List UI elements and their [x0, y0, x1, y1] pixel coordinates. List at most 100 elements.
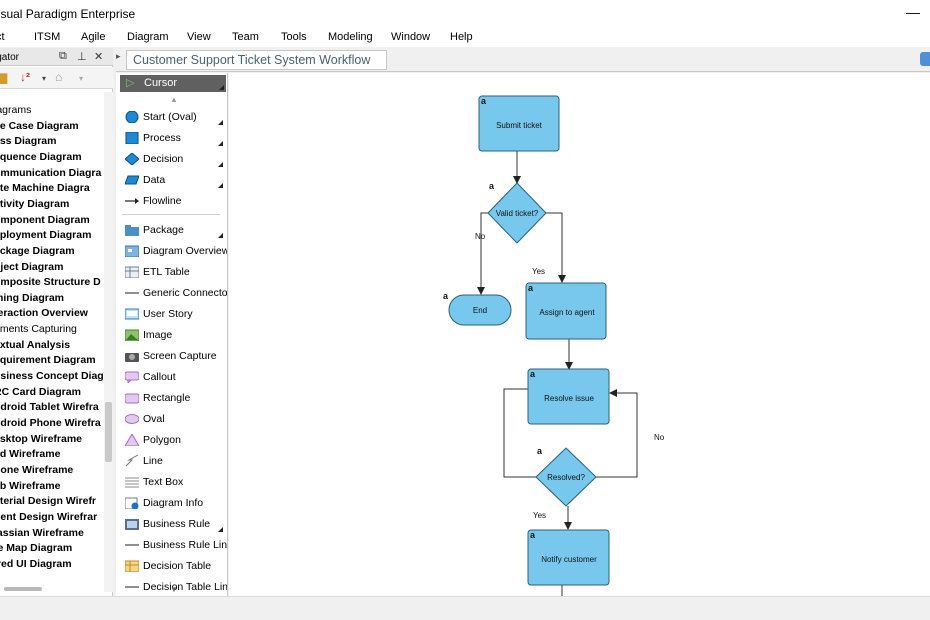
edge-resolved-to-resolve[interactable] — [596, 389, 638, 478]
scrollbar-thumb[interactable] — [4, 587, 42, 591]
menu-diagram[interactable]: Diagram — [127, 31, 169, 43]
tree-item[interactable]: iagrams — [0, 104, 32, 116]
palette-item-callout[interactable]: Callout — [124, 368, 227, 386]
tree-item[interactable]: eb Wireframe — [0, 479, 61, 492]
palette-cursor-tool[interactable]: ▷ Cursor — [120, 75, 226, 92]
palette-scroll-up-icon[interactable]: ▲ — [170, 95, 178, 104]
edge-valid-to-assign[interactable] — [545, 212, 566, 283]
scrollbar-thumb[interactable] — [105, 402, 112, 462]
tree-item[interactable]: equence Diagram — [0, 150, 82, 163]
tree-item[interactable]: usiness Concept Diag — [0, 370, 104, 383]
navigator-scrollbar[interactable] — [104, 92, 113, 592]
palette-item-diagram-info[interactable]: Diagram Info — [124, 494, 227, 512]
palette-scroll-down-icon[interactable]: ▼ — [170, 585, 178, 594]
palette-item-image[interactable]: Image — [124, 326, 227, 344]
tree-item[interactable]: ements Capturing — [0, 323, 77, 336]
decision-shape[interactable] — [487, 182, 547, 244]
menu-tools[interactable]: Tools — [281, 31, 307, 43]
palette-item-user-story[interactable]: User Story — [124, 305, 227, 323]
edge-valid-to-end[interactable] — [477, 212, 489, 295]
palette-item-decision-table[interactable]: Decision Table — [124, 557, 227, 575]
tree-item[interactable]: esktop Wireframe — [0, 432, 83, 445]
tree-item[interactable]: ate Machine Diagra — [0, 182, 90, 195]
tree-item[interactable]: uent Design Wirefrar — [0, 510, 98, 523]
tree-item[interactable]: eployment Diagram — [0, 229, 92, 242]
tree-item[interactable]: ming Diagram — [0, 291, 65, 304]
palette-item-start-oval[interactable]: Start (Oval) — [124, 108, 227, 126]
tree-item[interactable]: se Case Diagram — [0, 119, 79, 132]
open-folder-icon[interactable]: ▆ — [0, 70, 8, 84]
tree-item[interactable]: ctivity Diagram — [0, 197, 70, 210]
close-icon[interactable]: ✕ — [94, 51, 104, 63]
collapse-arrow-icon[interactable]: ▸ — [116, 51, 121, 61]
palette-item-business-rule-link[interactable]: Business Rule Link — [124, 536, 227, 554]
palette-item-etl-table[interactable]: ETL Table — [124, 263, 227, 281]
navigator-horizontal-scrollbar[interactable] — [0, 585, 104, 593]
palette-item-process[interactable]: Process — [124, 129, 227, 147]
palette-item-rectangle[interactable]: Rectangle — [124, 389, 227, 407]
tree-item[interactable]: lassian Wireframe — [0, 526, 84, 539]
decision-shape[interactable] — [535, 447, 597, 507]
menu-window[interactable]: Window — [391, 31, 431, 43]
pin-icon[interactable]: ⊥ — [77, 51, 87, 63]
menu-agile[interactable]: Agile — [81, 31, 106, 43]
tree-item[interactable]: ndroid Phone Wirefra — [0, 417, 101, 429]
tree-item[interactable]: teraction Overview — [0, 307, 88, 320]
process-shape[interactable] — [527, 529, 610, 586]
palette-item-business-rule[interactable]: Business Rule — [124, 515, 227, 533]
diagram-options-icon[interactable] — [920, 52, 930, 66]
process-shape[interactable] — [478, 95, 560, 152]
menu-team[interactable]: Team — [232, 31, 259, 43]
tree-item[interactable]: hone Wireframe — [0, 463, 74, 476]
palette-item-data[interactable]: Data — [124, 171, 227, 189]
sort-icon[interactable]: ↓² — [20, 70, 30, 84]
tree-item[interactable]: ommunication Diagra — [0, 166, 102, 179]
palette-item-flowline[interactable]: Flowline — [124, 192, 227, 210]
go-up-icon[interactable]: ⌂ — [55, 70, 63, 84]
tree-item[interactable]: ndroid Tablet Wirefra — [0, 401, 99, 414]
restore-icon[interactable]: ⧉ — [59, 50, 67, 62]
tree-item[interactable]: extual Analysis — [0, 338, 71, 351]
menu-modeling[interactable]: Modeling — [328, 31, 373, 43]
tree-item[interactable]: equirement Diagram — [0, 354, 96, 367]
dropdown-arrow-icon[interactable]: ▾ — [79, 74, 84, 83]
tree-item[interactable]: ad Wireframe — [0, 448, 61, 461]
palette-item-generic-connector[interactable]: Generic Connector — [124, 284, 227, 302]
tree-item[interactable]: aterial Design Wirefr — [0, 495, 97, 508]
palette-item-line[interactable]: Line — [124, 452, 227, 470]
palette-item-decision[interactable]: Decision — [124, 150, 227, 168]
palette-item-screen-capture[interactable]: Screen Capture — [124, 347, 227, 365]
dropdown-arrow-icon[interactable]: ▾ — [42, 74, 47, 83]
tree-item[interactable]: ired UI Diagram — [0, 557, 72, 570]
menu-project[interactable]: ct — [0, 31, 5, 43]
palette-item-oval[interactable]: Oval — [124, 410, 227, 428]
menu-view[interactable]: View — [187, 31, 211, 43]
palette-item-polygon[interactable]: Polygon — [124, 431, 227, 449]
palette-item-package[interactable]: Package — [124, 221, 227, 239]
menu-help[interactable]: Help — [450, 31, 473, 43]
diagram-breadcrumb[interactable]: Customer Support Ticket System Workflow — [126, 50, 388, 70]
tree-item[interactable]: ackage Diagram — [0, 244, 75, 257]
process-shape[interactable] — [527, 368, 610, 425]
minimize-button[interactable]: — — [906, 4, 920, 20]
tree-item[interactable]: omponent Diagram — [0, 213, 90, 226]
tree-item[interactable]: RC Card Diagram — [0, 385, 81, 398]
tree-item[interactable]: te Map Diagram — [0, 542, 73, 555]
tree-item[interactable]: bject Diagram — [0, 260, 64, 273]
terminal-shape[interactable] — [448, 294, 512, 326]
process-shape[interactable] — [525, 282, 607, 340]
menu-itsm[interactable]: ITSM — [34, 31, 61, 43]
palette-item-decision-table-link[interactable]: Decision Table Link — [124, 578, 227, 596]
edge-resolve-to-resolved[interactable] — [503, 388, 536, 478]
palette-item-diagram-overview[interactable]: Diagram Overview — [124, 242, 227, 260]
palette-item-text-box[interactable]: Text Box — [124, 473, 227, 491]
tree-item[interactable]: ass Diagram — [0, 135, 57, 148]
